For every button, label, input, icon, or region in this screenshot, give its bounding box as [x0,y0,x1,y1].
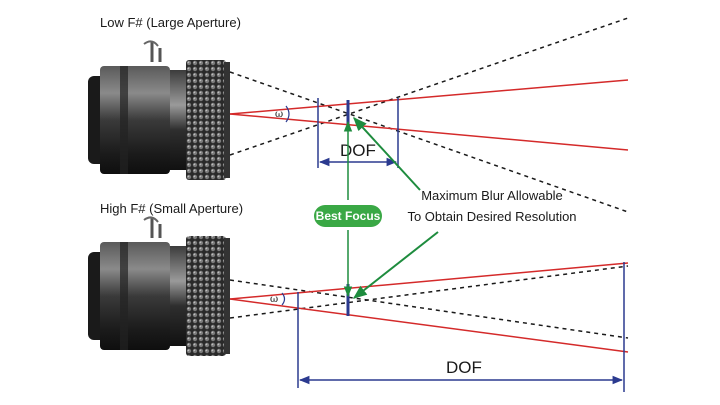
lens-bottom [88,216,230,356]
max-blur-caption-line1: Maximum Blur Allowable [421,188,563,203]
bottom-angle-arc [281,292,286,306]
max-blur-pointer-top [353,116,421,191]
lens-top [88,40,230,180]
top-angle-symbol: ω [275,109,283,120]
best-focus-label: Best Focus [316,209,381,223]
high-fnumber-title: High F# (Small Aperture) [100,201,243,216]
low-fnumber-title: Low F# (Large Aperture) [100,15,241,30]
top-angle-arc [285,105,290,123]
max-blur-pointer-bottom [352,231,439,299]
bottom-light-rays [229,262,629,353]
top-dof-label: DOF [340,141,376,160]
bottom-angle-symbol: ω [270,294,278,305]
max-blur-caption-line2: To Obtain Desired Resolution [407,209,576,224]
top-dashed-cone [229,17,629,213]
top-light-rays [229,79,629,151]
bottom-dof-label: DOF [446,358,482,377]
best-focus-badge: Best Focus [314,205,382,227]
bottom-dashed-cone [229,265,629,339]
